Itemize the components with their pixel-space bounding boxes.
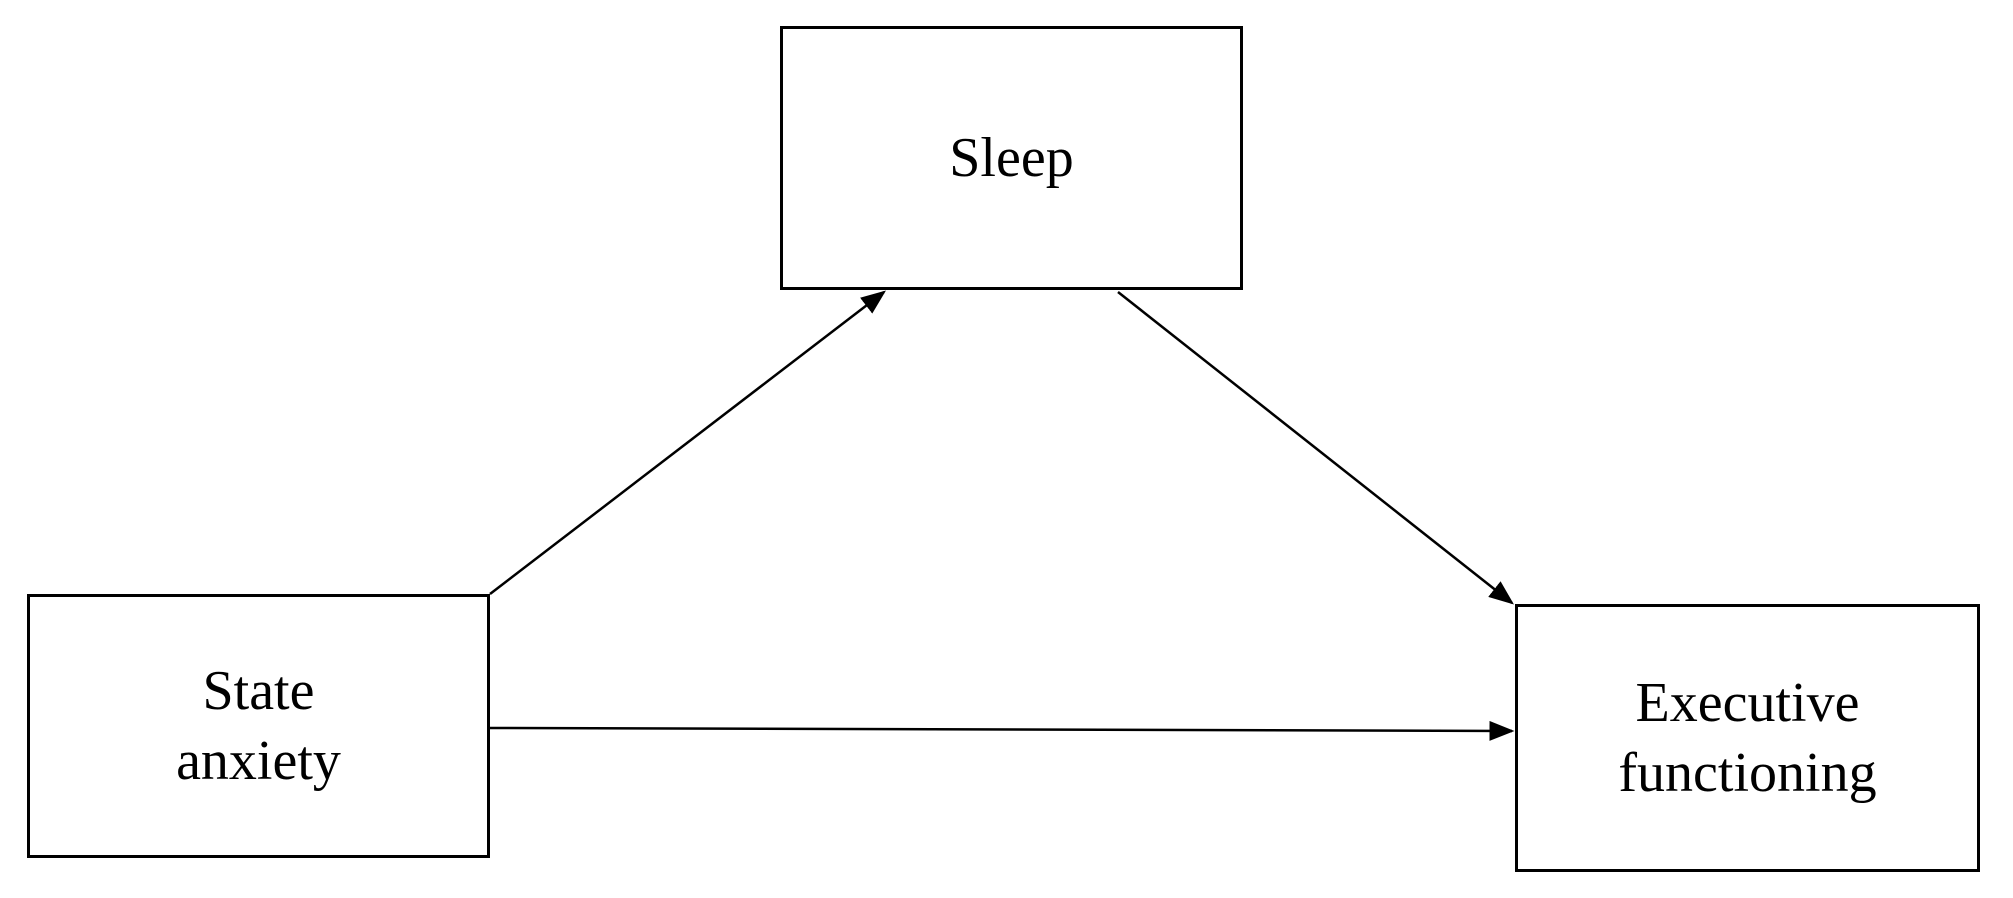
arrow-state-anxiety-to-executive-functioning — [489, 720, 1515, 741]
node-state-anxiety: State anxiety — [27, 594, 490, 858]
node-executive-functioning-label-line2: functioning — [1618, 742, 1877, 804]
node-sleep-label: Sleep — [949, 127, 1074, 189]
arrow-sleep-to-executive-functioning — [1117, 291, 1514, 605]
node-state-anxiety-label-line2: anxiety — [176, 730, 341, 792]
node-executive-functioning: Executive functioning — [1515, 604, 1980, 872]
node-sleep: Sleep — [780, 26, 1243, 290]
arrow-state-anxiety-to-sleep — [489, 290, 886, 595]
node-executive-functioning-label-line1: Executive — [1635, 672, 1860, 734]
node-state-anxiety-label-line1: State — [202, 660, 315, 722]
